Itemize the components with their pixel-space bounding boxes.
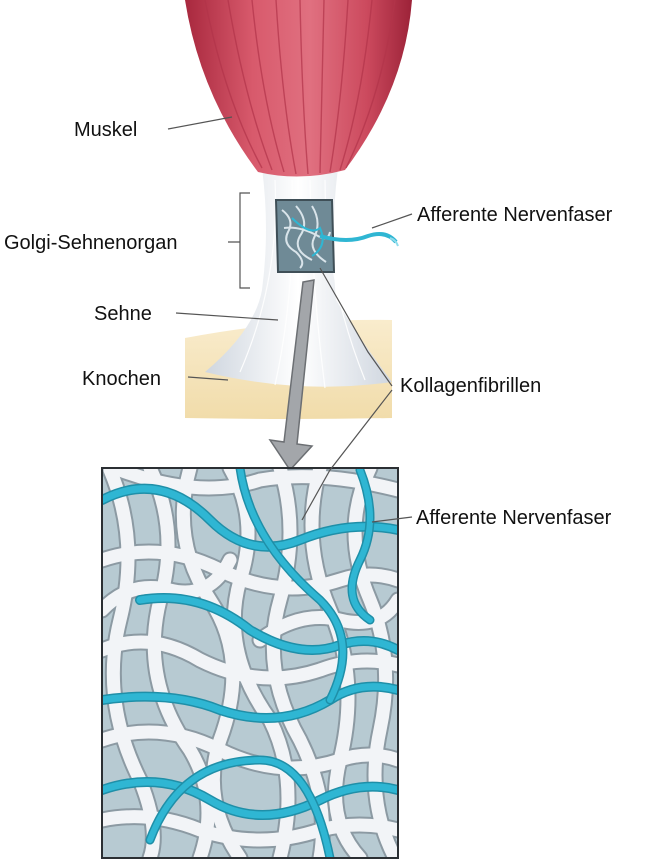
leader-bone	[187, 376, 229, 381]
label-golgi-organ: Golgi-Sehnenorgan	[4, 232, 177, 254]
afferent-nerve-top	[319, 232, 398, 244]
collagen-fibril	[223, 468, 295, 858]
label-tendon: Sehne	[94, 303, 152, 325]
label-collagen: Kollagenfibrillen	[400, 375, 541, 397]
tendon-shape	[205, 168, 392, 387]
label-afferent-bottom: Afferente Nervenfaser	[416, 507, 612, 529]
collagen-fibril	[102, 553, 237, 617]
collagen-fibril	[102, 810, 398, 847]
collagen-fibril	[102, 635, 398, 685]
collagen-fibril	[102, 545, 398, 595]
collagen-fibril	[113, 468, 398, 497]
leader-afferent-top	[371, 213, 413, 229]
leader-afferent-bottom	[371, 516, 413, 523]
leader-muscle	[167, 116, 233, 130]
leader-collagen	[301, 267, 393, 521]
collagen-inset	[101, 467, 399, 859]
muscle-shape	[185, 0, 412, 177]
golgi-bracket	[228, 192, 250, 289]
label-afferent-top: Afferente Nervenfaser	[417, 204, 613, 226]
magnify-arrow	[268, 279, 315, 472]
label-bone: Knochen	[82, 368, 161, 390]
golgi-organ-capsule	[274, 199, 336, 273]
leader-tendon	[175, 312, 279, 321]
label-muscle: Muskel	[74, 119, 137, 141]
